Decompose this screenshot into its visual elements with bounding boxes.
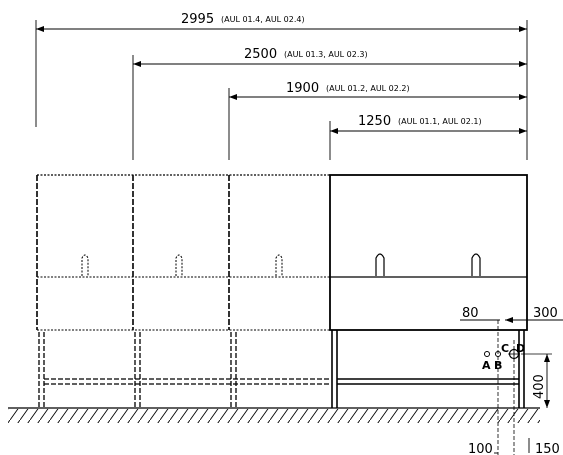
dim-1250-value: 1250 — [358, 114, 391, 129]
dim-2995-value: 2995 — [181, 12, 214, 27]
dim-100: 100 — [468, 442, 493, 455]
dim-2500-value: 2500 — [244, 47, 277, 62]
base-module — [329, 174, 528, 408]
dimension-lines — [35, 20, 528, 160]
dim-1900-value: 1900 — [286, 81, 319, 96]
connection-detail — [460, 317, 563, 455]
dim-2995-models: (AUL 01.4, AUL 02.4) — [221, 15, 305, 24]
connection-d-label: D — [516, 342, 525, 355]
dim-1250-models: (AUL 01.1, AUL 02.1) — [398, 117, 482, 126]
dim-150: 150 — [535, 442, 560, 455]
dim-300: 300 — [533, 306, 558, 321]
connection-c-label: C — [501, 342, 509, 355]
dim-1900-models: (AUL 01.2, AUL 02.2) — [326, 84, 410, 93]
floor — [8, 407, 540, 423]
dim-80: 80 — [462, 306, 479, 321]
dim-400: 400 — [532, 374, 547, 399]
connection-a-label: A — [482, 359, 491, 372]
optional-modules — [36, 174, 330, 408]
connection-b-label: B — [494, 359, 502, 372]
dim-2500-models: (AUL 01.3, AUL 02.3) — [284, 50, 368, 59]
